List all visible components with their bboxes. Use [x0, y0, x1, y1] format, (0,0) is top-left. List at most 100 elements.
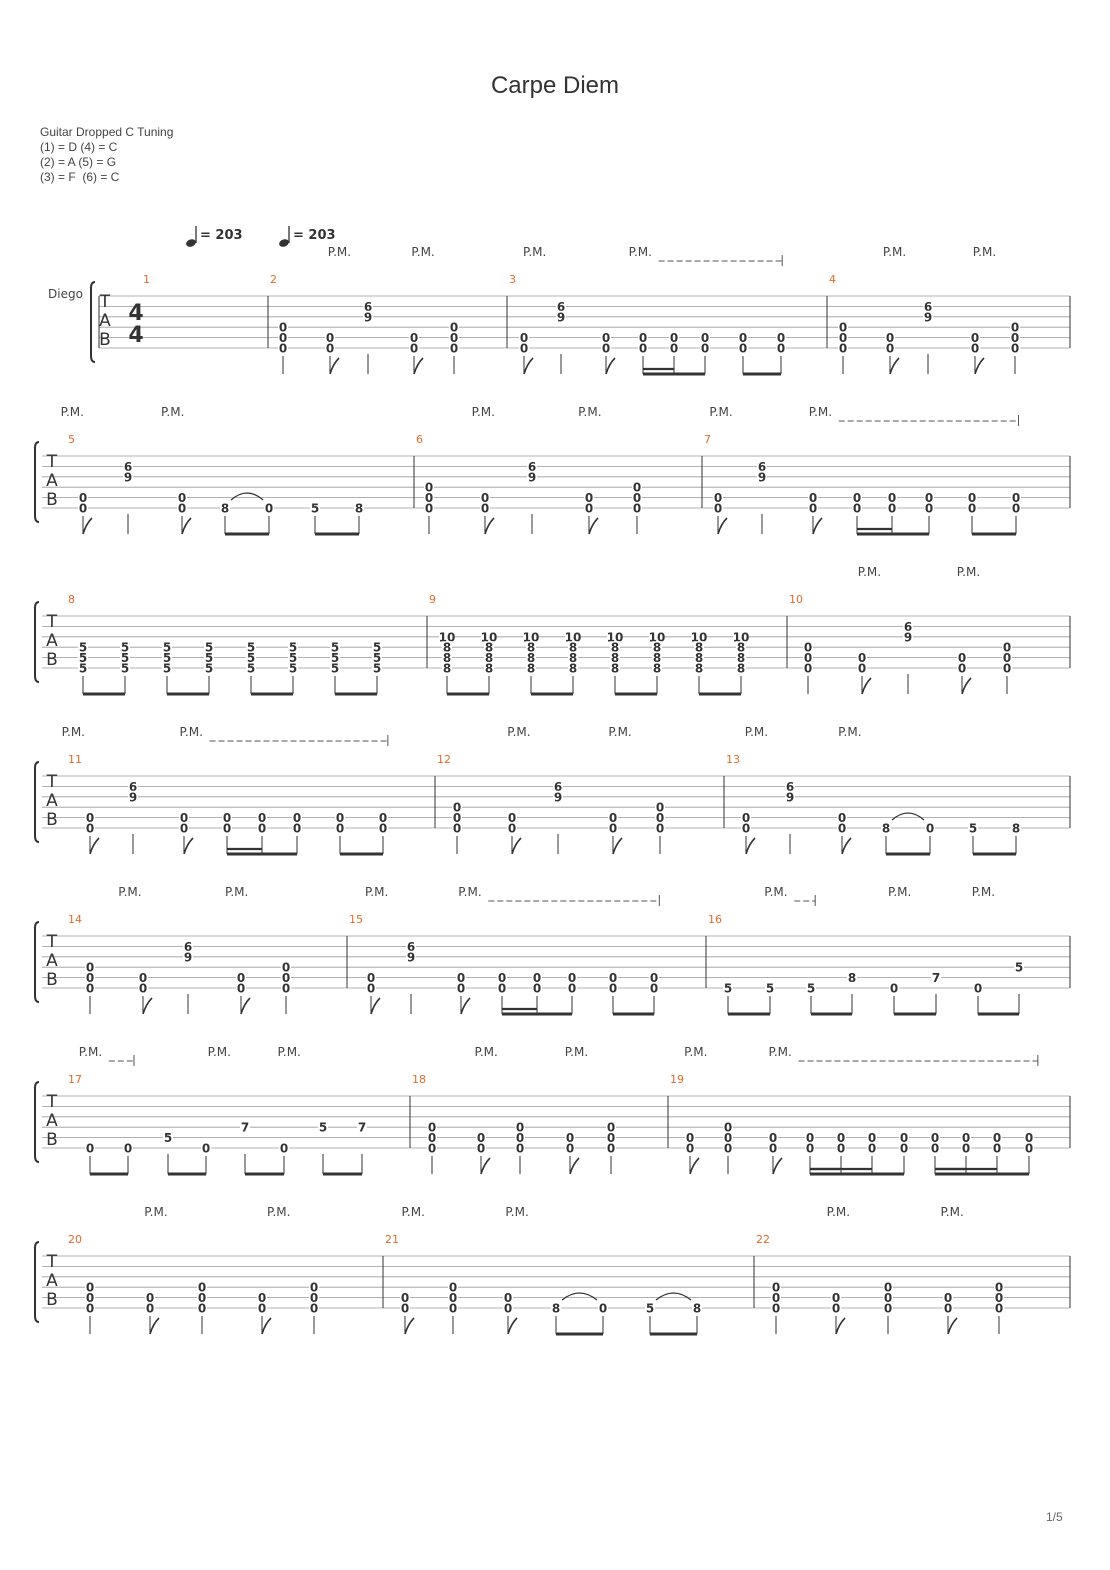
eighth-flag	[82, 517, 93, 535]
palm-mute-label: P.M.	[328, 245, 351, 259]
fret-mask	[120, 651, 130, 664]
fret-mask	[85, 971, 95, 984]
fret-mask	[652, 651, 662, 664]
fret-mask	[723, 1131, 733, 1144]
fret-mask	[584, 502, 594, 514]
palm-mute-label: P.M.	[684, 1045, 707, 1059]
fret-number: 0	[639, 342, 647, 356]
eighth-flag	[181, 517, 192, 535]
fret-mask	[1011, 502, 1021, 514]
tab-clef-letter: T	[46, 452, 58, 472]
fret-mask	[568, 662, 578, 674]
fret-mask	[309, 1302, 319, 1314]
tab-clef-letter: B	[46, 1290, 58, 1310]
fret-number: 5	[1015, 961, 1023, 975]
fret-mask	[427, 1121, 437, 1134]
fret-mask	[645, 1302, 655, 1314]
fret-mask	[78, 651, 88, 664]
palm-mute-label: P.M.	[161, 405, 184, 419]
fret-mask	[476, 1142, 486, 1154]
fret-mask	[309, 1291, 319, 1304]
fret-number: 0	[265, 502, 273, 516]
fret-number: 5	[163, 662, 171, 676]
fret-mask	[1002, 641, 1012, 654]
fret-number: 0	[868, 1131, 876, 1145]
fret-number: 5	[121, 651, 129, 665]
tab-clef-letter: B	[99, 330, 111, 350]
palm-mute-label: P.M.	[883, 245, 906, 259]
fret-mask	[85, 1281, 95, 1294]
tab-clef-letter: B	[46, 650, 58, 670]
fret-mask	[887, 491, 897, 504]
palm-mute-label: P.M.	[858, 565, 881, 579]
fret-mask	[335, 811, 345, 824]
fret-number: 9	[904, 630, 912, 644]
fret-mask	[768, 1142, 778, 1154]
fret-number: 0	[428, 1131, 436, 1145]
fret-mask	[318, 1121, 328, 1134]
fret-number: 8	[737, 641, 745, 655]
fret-mask	[565, 1131, 575, 1144]
fret-number: 0	[410, 342, 418, 356]
fret-number: 8	[527, 662, 535, 676]
fret-number: 0	[739, 342, 747, 356]
tuning-header: Guitar Dropped C Tuning	[40, 125, 174, 139]
fret-mask	[957, 662, 967, 674]
fret-number: 5	[319, 1121, 327, 1135]
fret-number: 0	[890, 982, 898, 996]
fret-mask	[565, 1142, 575, 1154]
fret-number: 8	[611, 641, 619, 655]
fret-mask	[610, 651, 620, 664]
fret-mask	[507, 822, 517, 834]
fret-number: 0	[837, 1142, 845, 1156]
fret-mask	[607, 630, 623, 643]
fret-mask	[278, 321, 288, 334]
fret-mask	[179, 811, 189, 824]
fret-number: 0	[457, 982, 465, 996]
fret-number: 0	[900, 1131, 908, 1145]
fret-number: 0	[670, 342, 678, 356]
fret-mask	[694, 662, 704, 674]
fret-number: 10	[733, 630, 750, 644]
fret-number: 0	[1011, 321, 1019, 335]
fret-mask	[279, 1142, 289, 1154]
fret-mask	[924, 502, 934, 514]
time-signature-numerator: 4	[128, 301, 143, 326]
fret-number: 0	[139, 982, 147, 996]
fret-number: 0	[198, 1302, 206, 1316]
eighth-flag	[612, 837, 623, 855]
tab-clef-letter: A	[46, 1111, 58, 1131]
fret-number: 8	[611, 662, 619, 676]
fret-mask	[330, 651, 340, 664]
eighth-flag	[717, 517, 728, 535]
fret-mask	[449, 331, 459, 344]
fret-mask	[354, 502, 364, 514]
fret-mask	[281, 971, 291, 984]
fret-number: 0	[401, 1291, 409, 1305]
fret-number: 10	[565, 630, 582, 644]
fret-number: 8	[552, 1302, 560, 1316]
fret-number: 0	[336, 811, 344, 825]
fret-number: 0	[425, 481, 433, 495]
fret-mask	[608, 811, 618, 824]
fret-mask	[1024, 1142, 1034, 1154]
fret-number: 0	[79, 491, 87, 505]
fret-mask	[288, 662, 298, 674]
fret-mask	[803, 662, 813, 674]
fret-number: 0	[585, 491, 593, 505]
fret-number: 0	[650, 971, 658, 985]
fret-mask	[281, 982, 291, 994]
fret-number: 0	[944, 1291, 952, 1305]
fret-mask	[264, 502, 274, 514]
palm-mute-label: P.M.	[888, 885, 911, 899]
fret-mask	[497, 982, 507, 994]
fret-mask	[881, 822, 891, 834]
fret-number: 0	[838, 811, 846, 825]
fret-number: 0	[1003, 651, 1011, 665]
fret-number: 0	[639, 331, 647, 345]
fret-number: 0	[607, 1142, 615, 1156]
fret-mask	[736, 641, 746, 654]
page-title: Carpe Diem	[490, 72, 620, 99]
measure-number: 15	[349, 913, 363, 926]
fret-mask	[236, 971, 246, 984]
